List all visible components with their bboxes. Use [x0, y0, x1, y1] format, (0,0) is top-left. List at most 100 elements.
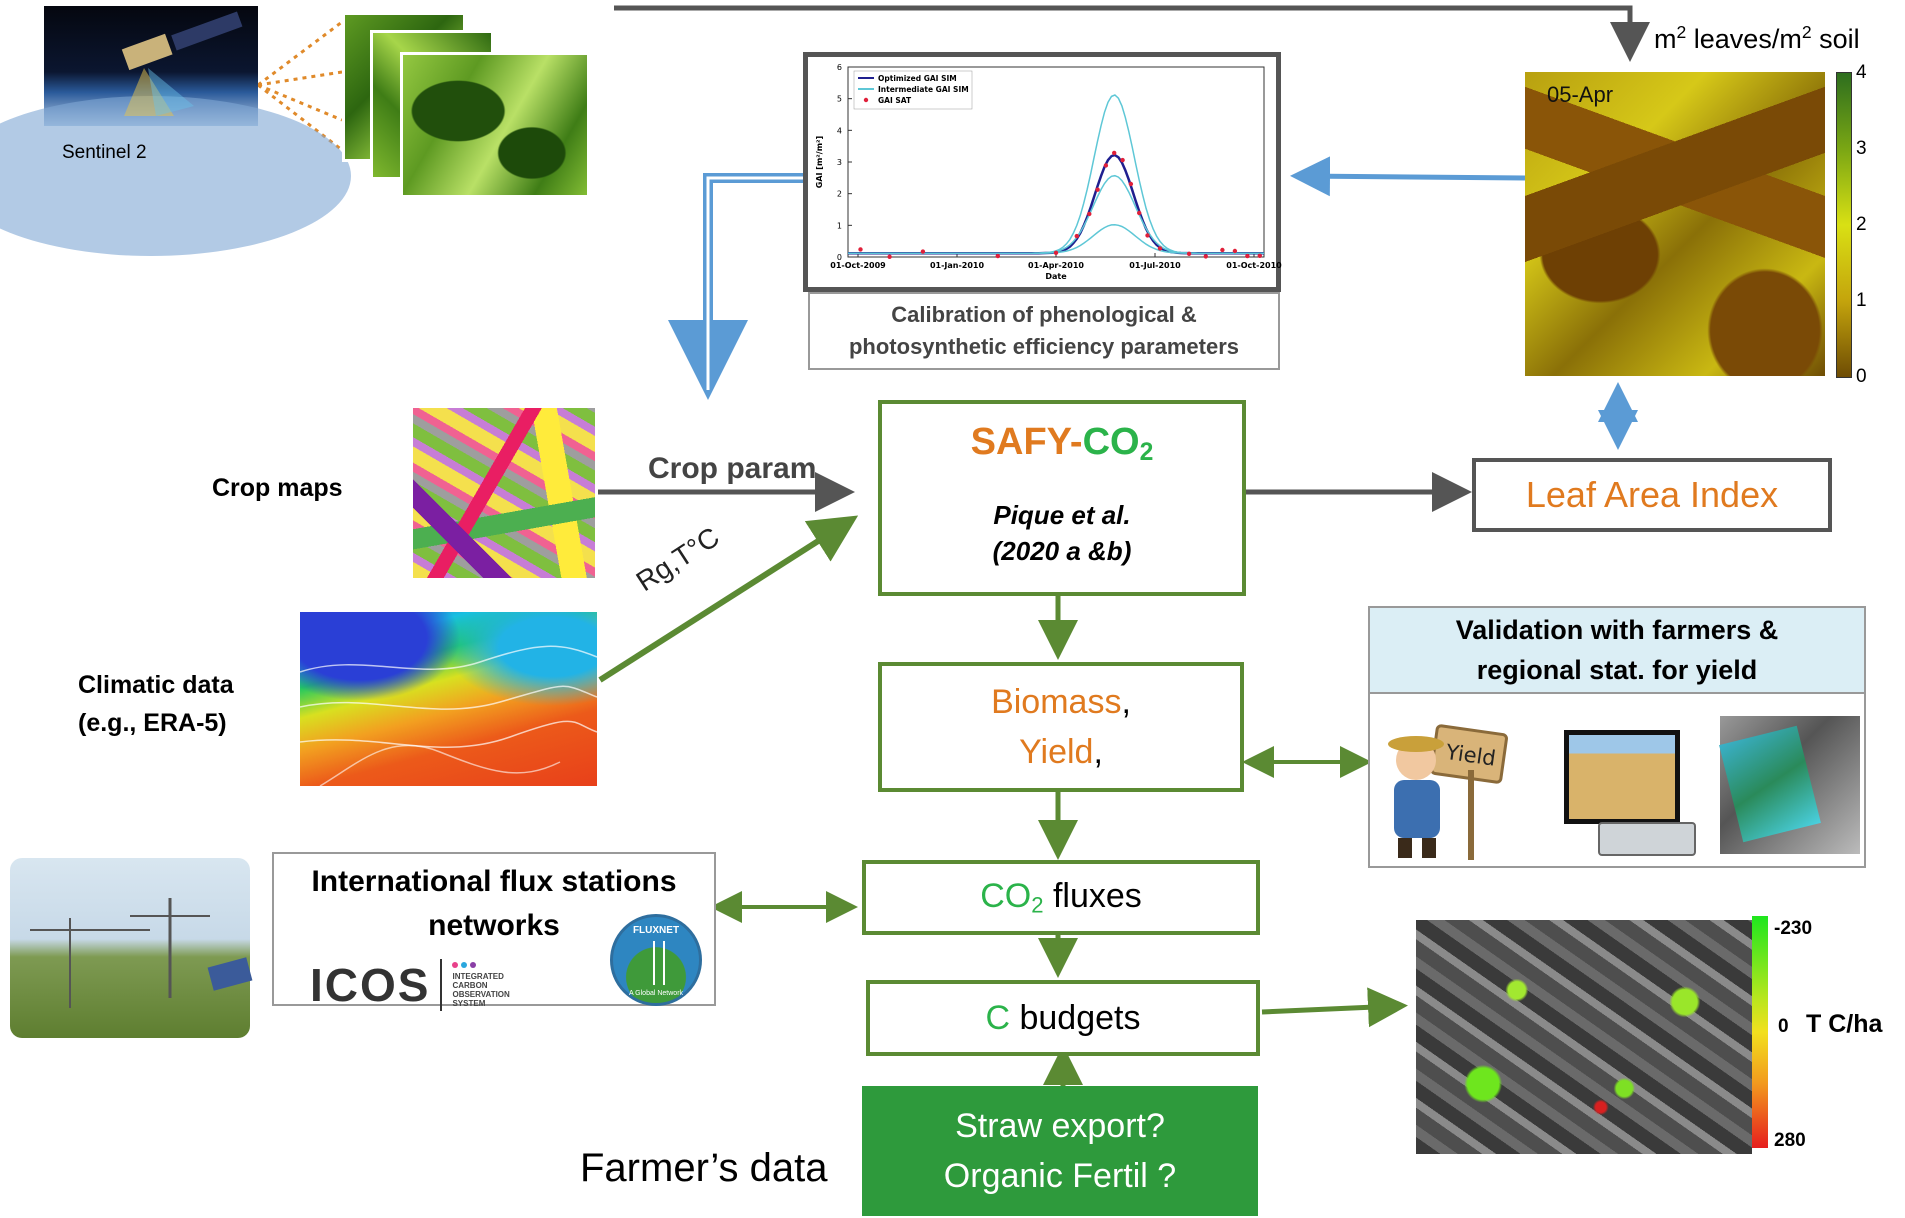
gai-sat-point [1203, 254, 1208, 259]
x-tick-label: 01-Jul-2010 [1129, 261, 1181, 270]
satellite-ray-extra [257, 83, 343, 122]
y-tick-label: 5 [837, 95, 842, 104]
farmer-icon: Yield [1388, 724, 1508, 860]
fluxnet-logo: FLUXNET A Global Network [610, 914, 702, 1006]
gai-sat-point [1087, 211, 1092, 217]
flux-tower-photo [10, 858, 253, 1038]
gai-sat-point [1137, 210, 1142, 216]
carbon-budget-map [1416, 920, 1752, 1154]
lai-box: Leaf Area Index [1472, 458, 1832, 532]
gai-sat-point [1186, 251, 1192, 256]
model-ref-line1: Pique et al. [993, 500, 1131, 531]
model-name: SAFY-CO2 [970, 420, 1154, 467]
arrow-lai-map-to-calibration [1290, 156, 1526, 197]
yield-map-image [1719, 716, 1860, 854]
sentinel-image-3 [400, 52, 590, 198]
model-ref-line2: (2020 a &b) [992, 536, 1132, 567]
legend-label: GAI SAT [878, 96, 912, 105]
lai-colorbar-tick-4: 4 [1856, 62, 1867, 83]
lai-map-date: 05-Apr [1547, 82, 1614, 107]
legend-swatch [863, 97, 869, 103]
crop-maps-label: Crop maps [212, 474, 343, 502]
biomass-line2: Yield, [1019, 733, 1103, 771]
y-tick-label: 3 [837, 158, 842, 167]
satellite-ray-mid [257, 70, 343, 87]
satellite-ray-top [257, 20, 343, 87]
farmer-data-box: Straw export? Organic Fertil ? [862, 1086, 1258, 1216]
c-budgets-box: C budgets [866, 980, 1260, 1056]
gai-sat-point [1220, 247, 1225, 253]
calibration-caption-box: Calibration of phenological & photosynth… [808, 292, 1280, 370]
gai-sat-point [1245, 253, 1250, 259]
gai-sat-point [1257, 253, 1262, 258]
validation-title-line1: Validation with farmers & [1455, 615, 1779, 645]
isobar-lines [299, 645, 598, 787]
validation-title: Validation with farmers & regional stat.… [1370, 608, 1864, 694]
gai-sat-point [1095, 187, 1100, 192]
legend-label: Intermediate GAI SIM [878, 85, 969, 94]
y-axis-label: GAI [m²/m²] [815, 136, 824, 188]
lai-unit-label: m2 leaves/m2 soil [1654, 22, 1860, 54]
c-budgets-label: C budgets [985, 998, 1141, 1037]
climatic-label: Climatic data (e.g., ERA-5) [78, 666, 234, 742]
icos-logo: ICOS INTEGRATED CARBON OBSERVATION SYSTE… [310, 958, 510, 1012]
fluxnet-wordmark: FLUXNET [632, 925, 680, 936]
model-reference: Pique et al. (2020 a &b) [993, 497, 1132, 569]
arrow-climate-to-model [598, 515, 859, 683]
satellite-label: Sentinel 2 [62, 142, 147, 163]
lai-colorbar-tick-0: 0 [1856, 366, 1867, 387]
gai-sat-point [1103, 163, 1109, 168]
lai-colorbar [1836, 72, 1852, 378]
flux-network-title: International flux stations networks [274, 860, 714, 948]
satellite-image [0, 6, 351, 256]
icos-wordmark: ICOS [310, 959, 431, 1011]
co2-fluxes-box: CO2 fluxes [862, 860, 1260, 935]
gai-sat-point [887, 254, 892, 259]
gai-sat-point [1053, 250, 1059, 255]
satellite-icon [0, 11, 351, 256]
carbon-unit-label: T C/ha [1806, 1010, 1883, 1038]
x-tick-label: 01-Apr-2010 [1028, 261, 1084, 270]
farmer-data-line1: Straw export? [955, 1107, 1165, 1145]
icos-description: INTEGRATED CARBON OBSERVATION SYSTEM [452, 962, 510, 1008]
calibration-caption-line2: photosynthetic efficiency parameters [848, 334, 1239, 359]
x-tick-label: 01-Jan-2010 [930, 261, 985, 270]
gai-sat-point [1112, 150, 1117, 156]
gai-sat-point [1232, 248, 1238, 254]
icos-dots [452, 962, 509, 968]
y-tick-label: 1 [837, 221, 842, 230]
x-axis-label: Date [1045, 272, 1067, 281]
climatic-line1: Climatic data [78, 671, 234, 699]
y-tick-label: 4 [837, 126, 842, 135]
carbon-colorbar [1752, 916, 1768, 1148]
optimized-gai-line [848, 153, 1264, 255]
gai-sat-point [1157, 246, 1163, 251]
intermediate-gai-line [848, 94, 1264, 254]
crop-map-image [413, 408, 595, 578]
validation-panel: Validation with farmers & regional stat.… [1368, 606, 1866, 868]
gai-sat-point [920, 249, 926, 254]
carbon-tick-bottom: 280 [1774, 1130, 1806, 1151]
legend-label: Optimized GAI SIM [878, 74, 957, 83]
calibration-caption-line1: Calibration of phenological & [891, 302, 1197, 327]
intermediate-gai-line [848, 223, 1264, 254]
x-tick-label: 01-Oct-2009 [830, 261, 886, 270]
lai-box-label: Leaf Area Index [1525, 474, 1779, 515]
farmer-data-label: Farmer’s data [580, 1146, 828, 1190]
intermediate-gai-line [848, 174, 1264, 254]
arrow-satellite-to-lai-map [614, 5, 1650, 62]
lai-map-image: 05-Apr [1525, 72, 1825, 376]
biomass-line1: Biomass, [991, 683, 1131, 721]
validation-title-line2: regional stat. for yield [1476, 655, 1758, 685]
carbon-tick-mid: 0 [1778, 1016, 1789, 1037]
arrow-budgets-to-carbon-map [1261, 987, 1408, 1028]
flux-tower-icon [30, 898, 253, 1008]
gai-sat-point [1074, 233, 1079, 239]
flux-network-title-line2: networks [428, 909, 560, 942]
carbon-tick-top: -230 [1774, 918, 1813, 939]
flux-network-box: International flux stations networks ICO… [272, 852, 716, 1011]
model-box: SAFY-CO2 Pique et al. (2020 a &b) [878, 400, 1246, 596]
farmer-illustration: Yield [1376, 720, 1516, 860]
